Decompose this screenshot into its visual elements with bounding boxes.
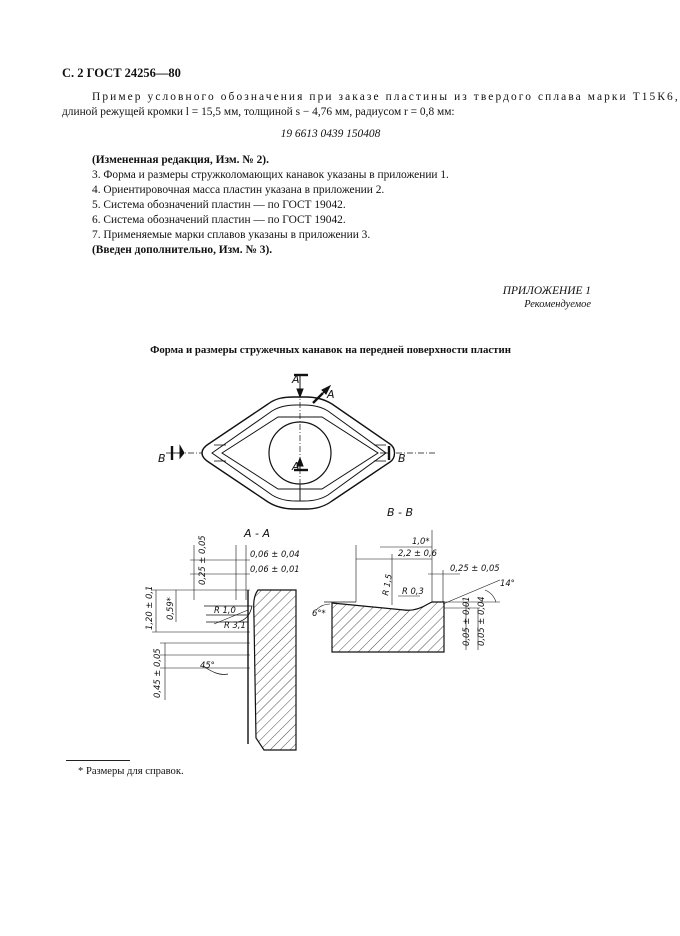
appendix-heading: ПРИЛОЖЕНИЕ 1 Рекомендуемое	[503, 284, 591, 312]
page-header: С. 2 ГОСТ 24256—80	[62, 66, 181, 80]
aa-dim-5: 1,20 ± 0,1	[144, 586, 154, 630]
section-label-a-top: А	[291, 373, 300, 386]
change-note-2: (Измененная редакция, Изм. № 2).	[92, 154, 269, 166]
intro-line-1: Пример условного обозначения при заказе …	[92, 91, 680, 103]
aa-dim-7: R 3,1	[224, 620, 246, 630]
aa-dim-3: 0,25 ± 0,05	[197, 535, 207, 585]
document-page: С. 2 ГОСТ 24256—80 Пример условного обоз…	[62, 66, 678, 777]
section-label-a-diag: А	[326, 388, 335, 401]
section-aa-drawing	[152, 545, 297, 751]
section-label-a-bottom: А	[291, 460, 300, 473]
bb-dim-1: 1,0*	[412, 536, 430, 546]
bb-dim-8: 0,05 ± 0,01	[461, 596, 471, 646]
bb-dim-4: R 1,5	[380, 573, 394, 596]
item-7: 7. Применяемые марки сплавов указаны в п…	[92, 229, 371, 241]
item-6: 6. Система обозначений пластин — по ГОСТ…	[92, 214, 346, 226]
bb-dim-6: 6°*	[312, 608, 326, 618]
aa-dim-2: 0,06 ± 0,01	[250, 564, 300, 574]
footnote: * Размеры для справок.	[78, 766, 184, 777]
figure-title: Форма и размеры стружечных канавок на пе…	[150, 344, 511, 356]
section-bb-title: В - В	[387, 506, 413, 519]
item-4: 4. Ориентировочная масса пластин указана…	[92, 184, 385, 196]
bb-dim-7: 14°	[500, 578, 515, 588]
technical-drawing: А А А В В А - А 0,06	[144, 373, 515, 751]
change-note-3: (Введен дополнительно, Изм. № 3).	[92, 244, 273, 256]
aa-dim-1: 0,06 ± 0,04	[250, 549, 300, 559]
section-bb-drawing	[315, 530, 501, 653]
item-5: 5. Система обозначений пластин — по ГОСТ…	[92, 199, 346, 211]
bb-dim-9: 0,05 ± 0,04	[476, 596, 486, 646]
section-label-b-right: В	[398, 452, 406, 465]
appendix-status: Рекомендуемое	[524, 299, 591, 310]
section-aa-title: А - А	[243, 527, 270, 540]
aa-dim-4: 0,59*	[165, 597, 175, 620]
designation-code: 19 6613 0439 150408	[280, 128, 381, 140]
appendix-title: ПРИЛОЖЕНИЕ 1	[502, 285, 591, 297]
bb-dim-2: 2,2 ± 0,6	[398, 548, 437, 558]
aa-dim-9: 0,45 ± 0,05	[152, 648, 162, 698]
footnote-rule	[66, 760, 130, 761]
section-label-b-left: В	[158, 452, 166, 465]
aa-dim-6: R 1,0	[214, 605, 236, 615]
bb-dim-3: 0,25 ± 0,05	[450, 563, 500, 573]
insert-top-view	[166, 380, 436, 510]
intro-line-2: длиной режущей кромки l = 15,5 мм, толщи…	[62, 106, 455, 118]
aa-dim-8: 45°	[200, 660, 215, 670]
bb-dim-5: R 0,3	[402, 586, 424, 596]
item-3: 3. Форма и размеры стружколомающих канав…	[92, 169, 449, 181]
section-markers	[170, 373, 391, 472]
